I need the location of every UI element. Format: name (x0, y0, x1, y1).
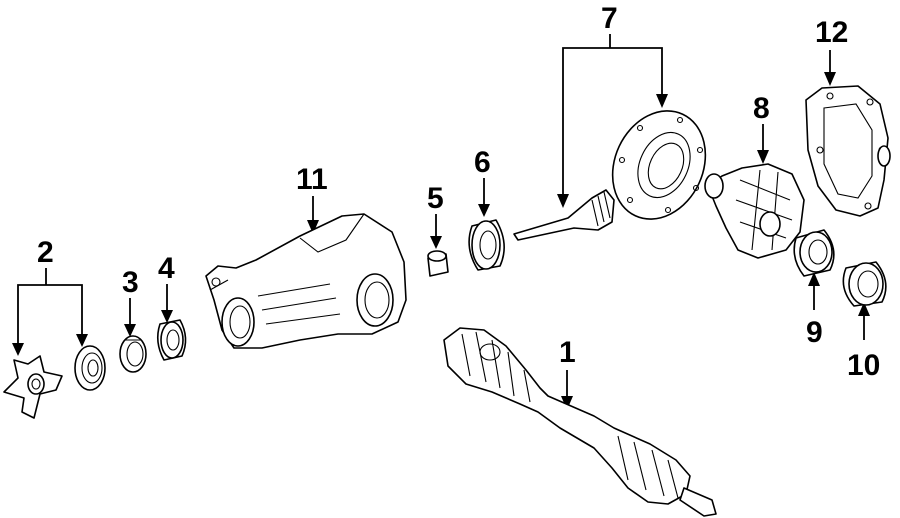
leader-5 (430, 214, 442, 249)
part-oil-seal (119, 335, 147, 373)
part-dust-seal (74, 345, 106, 391)
part-pinion-bearing-rear (468, 219, 505, 271)
part-side-bearing (793, 229, 835, 277)
callout-10[interactable]: 10 (847, 349, 880, 382)
leader-11 (307, 196, 319, 234)
callout-3[interactable]: 3 (122, 266, 139, 299)
leader-10 (858, 302, 870, 340)
callout-4[interactable]: 4 (158, 252, 175, 285)
callout-9[interactable]: 9 (806, 316, 823, 349)
callout-12[interactable]: 12 (815, 16, 848, 49)
leader-8 (757, 124, 769, 164)
part-ring-and-pinion (513, 110, 707, 241)
callout-2[interactable]: 2 (37, 236, 54, 269)
leader-2 (12, 268, 88, 356)
part-filler-plug (427, 250, 449, 277)
callout-1[interactable]: 1 (559, 336, 576, 369)
part-axle-shaft (443, 327, 717, 517)
part-bearing-race (842, 261, 887, 307)
callout-5[interactable]: 5 (427, 182, 444, 215)
leader-1 (561, 370, 573, 410)
leader-4 (161, 284, 173, 323)
part-differential-case (704, 163, 805, 259)
part-differential-cover (805, 85, 891, 217)
part-differential-carrier (205, 213, 407, 349)
leader-6 (478, 178, 490, 217)
leader-9 (808, 272, 820, 310)
callout-6[interactable]: 6 (474, 146, 491, 179)
callout-8[interactable]: 8 (753, 92, 770, 125)
callout-11[interactable]: 11 (296, 163, 328, 196)
leader-12 (824, 50, 836, 86)
callout-7[interactable]: 7 (601, 2, 618, 35)
part-companion-flange (3, 355, 63, 419)
leader-3 (124, 298, 136, 337)
part-pinion-bearing-front (156, 319, 187, 361)
leader-7 (557, 34, 668, 208)
